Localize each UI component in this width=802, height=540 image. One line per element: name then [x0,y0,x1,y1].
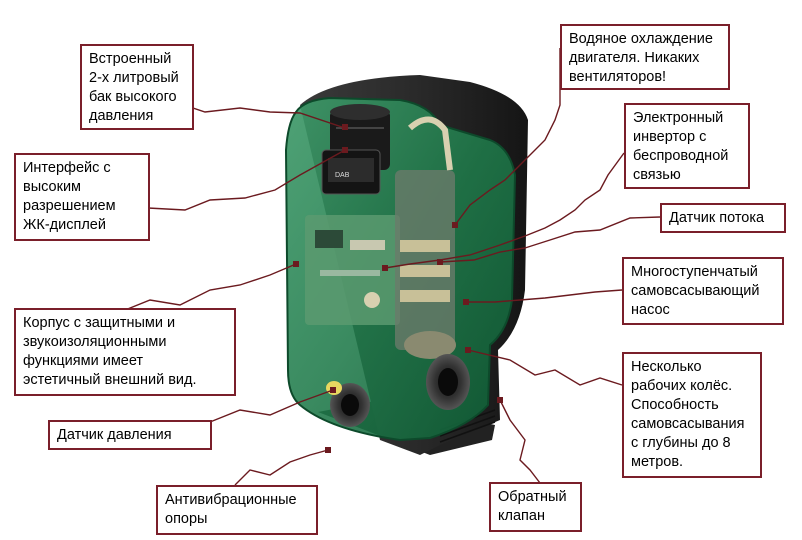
leader-dot-check-valve [497,397,503,403]
callout-impellers: Несколько рабочих колёс. Способность сам… [622,352,762,478]
inlet-port [326,381,370,427]
leader-flow-sensor [439,216,661,263]
leader-pressure-sensor [209,389,334,423]
callout-pressure-sensor: Датчик давления [48,420,212,450]
leader-dot-tank [342,124,348,130]
callout-flow-sensor: Датчик потока [660,203,786,233]
leader-dots [293,124,503,453]
leader-dot-display [342,147,348,153]
callout-water-cooling: Водяное охлаждение двигателя. Никаких ве… [560,24,730,90]
callout-multistage-pump: Многоступенчатый самовсасывающий насос [622,257,784,325]
inverter-board [305,215,400,325]
callout-inverter: Электронный инвертор с беспроводной связ… [624,103,750,189]
leader-housing [119,263,297,313]
leader-dot-inverter [382,265,388,271]
leader-dot-multistage [463,299,469,305]
leader-dot-housing [293,261,299,267]
leader-check-valve [499,399,541,484]
leader-dot-pressure [330,387,336,393]
leader-tank [171,100,346,129]
callout-housing: Корпус с защитными и звукоизоляционными … [14,308,236,396]
leader-multistage-pump [466,289,623,303]
leader-dot-flow [437,259,443,265]
leader-dot-anti-vibration [325,447,331,453]
leader-impellers [467,349,623,386]
display-logo: DAB [335,172,350,179]
callout-tank: Встроенный 2-х литровый бак высокого дав… [80,44,194,130]
outlet-port [426,354,470,410]
callout-display: Интерфейс с высоким разрешением ЖК-диспл… [14,153,150,241]
pump-internals [395,116,456,359]
display-panel [321,149,381,195]
callout-check-valve: Обратный клапан [489,482,582,532]
leader-lines [119,48,661,486]
leader-dot-water-cooling [452,222,458,228]
leader-water-cooling [454,48,561,226]
leader-anti-vibration [234,449,329,486]
leader-display [147,149,346,211]
leader-dot-impellers [465,347,471,353]
callout-anti-vibration: Антивибрационные опоры [156,485,318,535]
